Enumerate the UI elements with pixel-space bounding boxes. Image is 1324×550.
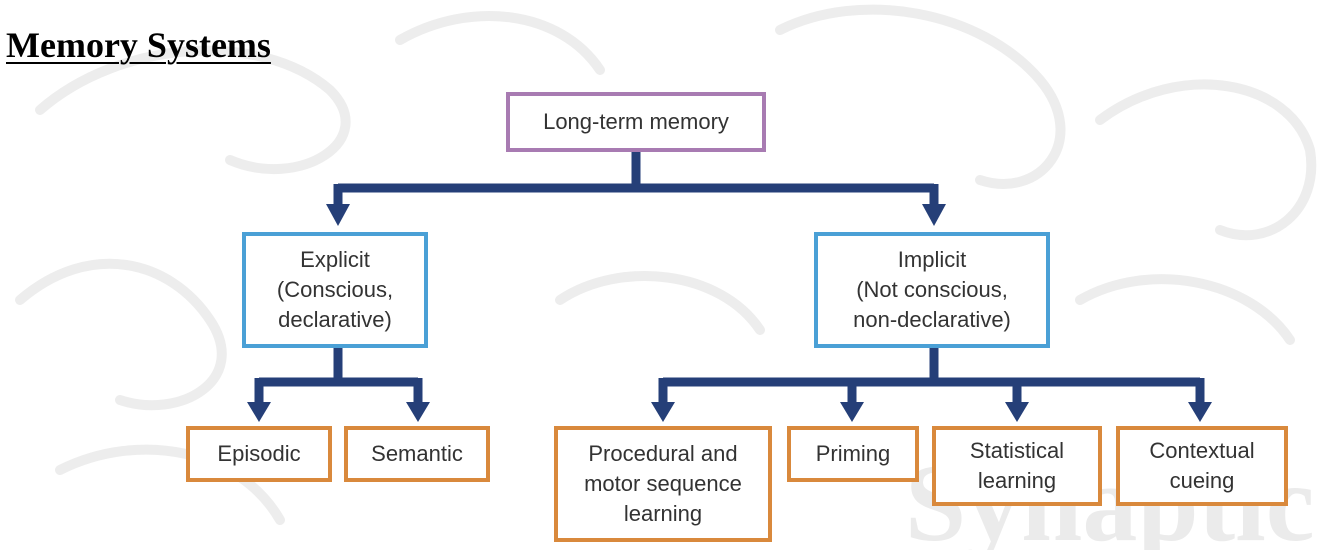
node-contextual-label: Contextual cueing xyxy=(1149,438,1255,493)
node-long-term-memory: Long-term memory xyxy=(506,92,766,152)
node-priming-label: Priming xyxy=(815,441,891,466)
node-implicit: Implicit (Not conscious, non-declarative… xyxy=(814,232,1050,348)
node-statistical-label: Statistical learning xyxy=(969,438,1065,493)
arrowhead-contextual xyxy=(1188,402,1212,422)
node-priming: Priming xyxy=(787,426,919,482)
arrowhead-implicit xyxy=(922,204,946,226)
node-statistical: Statistical learning xyxy=(932,426,1102,506)
node-procedural: Procedural and motor sequence learning xyxy=(554,426,772,542)
node-semantic-label: Semantic xyxy=(371,441,463,466)
node-contextual: Contextual cueing xyxy=(1116,426,1288,506)
arrowhead-priming xyxy=(840,402,864,422)
arrowhead-procedural xyxy=(651,402,675,422)
arrowhead-episodic xyxy=(247,402,271,422)
node-long-term-memory-label: Long-term memory xyxy=(543,109,729,134)
node-explicit-label: Explicit (Conscious, declarative) xyxy=(276,247,394,332)
arrowhead-semantic xyxy=(406,402,430,422)
node-implicit-label: Implicit (Not conscious, non-declarative… xyxy=(853,247,1011,332)
node-episodic: Episodic xyxy=(186,426,332,482)
arrowhead-explicit xyxy=(326,204,350,226)
page-title: Memory Systems xyxy=(6,25,271,65)
node-explicit: Explicit (Conscious, declarative) xyxy=(242,232,428,348)
arrowhead-statistical xyxy=(1005,402,1029,422)
node-procedural-label: Procedural and motor sequence learning xyxy=(584,441,742,526)
node-episodic-label: Episodic xyxy=(217,441,301,466)
node-semantic: Semantic xyxy=(344,426,490,482)
